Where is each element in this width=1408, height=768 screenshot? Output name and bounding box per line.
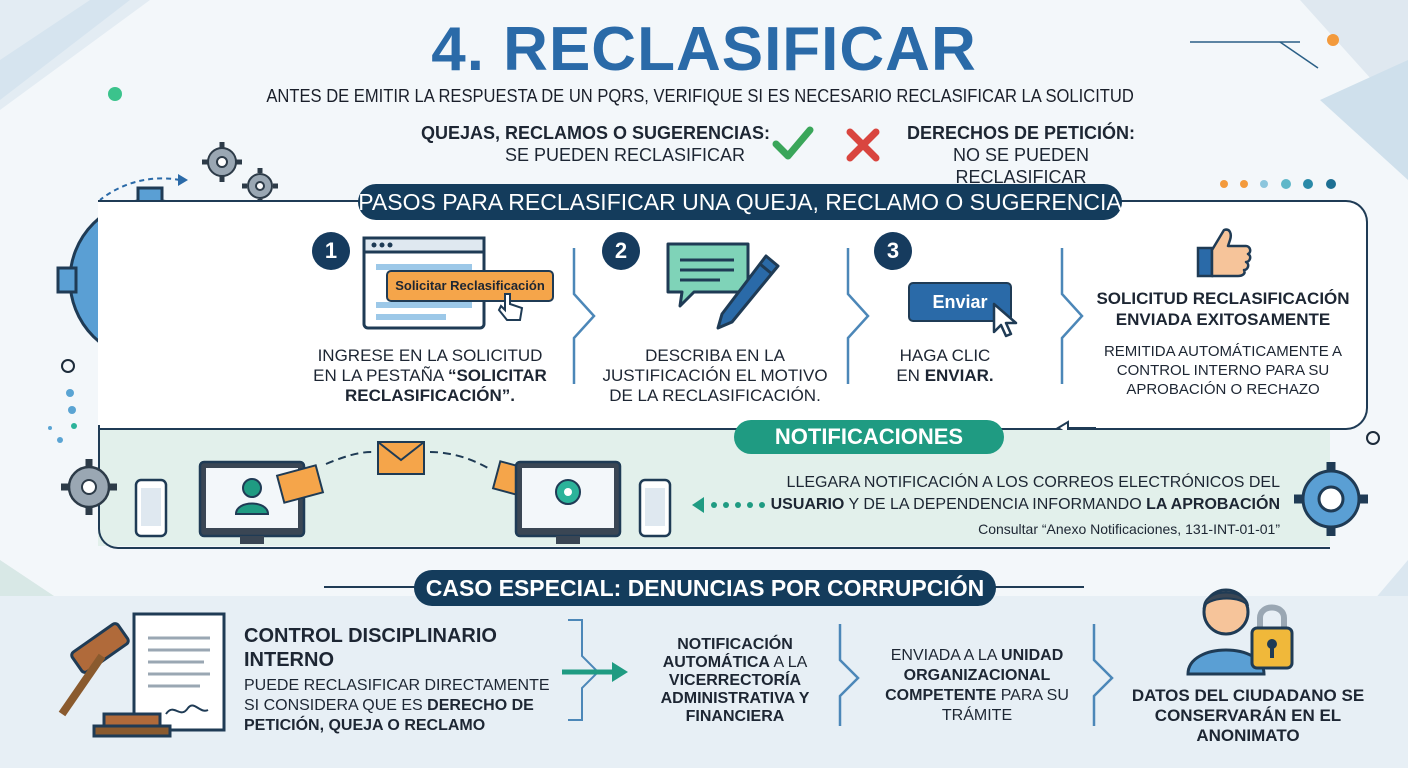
rule-quejas: QUEJAS, RECLAMOS O SUGERENCIAS: SE PUEDE… [380,122,770,166]
step3-line2-bold: ENVIAR. [924,366,994,385]
notif-mid: Y DE LA DEPENDENCIA INFORMANDO [844,496,1147,513]
result-text: REMITIDA AUTOMÁTICAMENTE A CONTROL INTER… [1092,342,1354,399]
notifications-text: LLEGARA NOTIFICACIÓN A LOS CORREOS ELECT… [760,472,1280,540]
vice-line2: AUTOMÁTICA A LA [640,654,830,672]
special-arrow [562,619,628,721]
gear-icon [202,142,278,204]
vice-line4: ADMINISTRATIVA Y [660,690,810,707]
control-line2-text: SI CONSIDERA QUE ES [244,697,428,714]
unidad-line4: TRÁMITE [941,707,1013,724]
cross-icon [846,128,880,162]
step3-line2: EN ENVIAR. [880,366,1010,386]
control-line1: PUEDE RECLASIFICAR DIRECTAMENTE [244,677,550,694]
vice-line1: NOTIFICACIÓN [677,636,793,653]
vice-line2-bold: AUTOMÁTICA [662,654,770,671]
thumbs-up-icon [1196,228,1252,278]
special-title: CASO ESPECIAL: DENUNCIAS POR CORRUPCIÓN [414,570,996,606]
notifications-ref: Consultar “Anexo Notificaciones, 131-INT… [978,521,1280,537]
rule-quejas-title: QUEJAS, RECLAMOS O SUGERENCIAS: [420,123,770,143]
enviar-button[interactable]: Enviar [908,282,1012,322]
solicitar-reclasificacion-button[interactable]: Solicitar Reclasificación [386,270,554,302]
result-title-line1: SOLICITUD RECLASIFICACIÓN [1096,289,1350,308]
unidad-line1-bold: UNIDAD [1001,647,1064,664]
step2-line3: DE LA RECLASIFICACIÓN. [609,386,821,405]
step1-line2-text: EN LA PESTAÑA [313,366,448,385]
step2-number: 2 [602,232,640,270]
steps-section-title: PASOS PARA RECLASIFICAR UNA QUEJA, RECLA… [358,184,1122,220]
gear-icon-left [61,459,117,515]
anonimato-line3: ANONIMATO [1196,726,1300,745]
step1-line3: RECLASIFICACIÓN”. [345,386,515,405]
unidad-line3: COMPETENTE PARA SU [872,686,1082,706]
control-line3: PETICIÓN, QUEJA O RECLAMO [244,717,486,734]
page-title: 4. RECLASIFICAR [431,15,977,84]
step2-line2: JUSTIFICACIÓN EL MOTIVO [602,366,828,385]
anonimato-line1: DATOS DEL CIUDADANO SE [1131,686,1365,705]
check-icon [772,126,814,160]
unidad-line2: ORGANIZACIONAL [903,667,1051,684]
notif-bold-usuario: USUARIO [770,496,845,513]
result-title: SOLICITUD RECLASIFICACIÓN ENVIADA EXITOS… [1092,288,1354,330]
vice-line2-text: A LA [769,654,808,671]
anonimato-line2: CONSERVARÁN EN EL [1154,706,1342,725]
step3-line1: HAGA CLIC [899,346,991,365]
special-separator-2 [1092,624,1114,726]
unidad-line1-text: ENVIADA A LA [890,647,1002,664]
step1-line2-bold: “SOLICITAR [447,366,547,385]
unidad-organizacional: ENVIADA A LA UNIDAD ORGANIZACIONAL COMPE… [872,646,1082,726]
notifications-line2: USUARIO Y DE LA DEPENDENCIA INFORMANDO L… [760,494,1280,516]
notifications-line1: LLEGARA NOTIFICACIÓN A LOS CORREOS ELECT… [786,474,1280,491]
step-separator-1 [572,248,596,384]
rule-derechos: DERECHOS DE PETICIÓN: NO SE PUEDEN RECLA… [886,122,1156,188]
control-disciplinario-block: CONTROL DISCIPLINARIO INTERNO PUEDE RECL… [244,624,554,736]
step3-line2-text: EN [896,366,925,385]
rule-derechos-title: DERECHOS DE PETICIÓN: [906,123,1136,143]
result-line2: CONTROL INTERNO PARA SU [1116,362,1330,379]
unidad-line3-bold: COMPETENTE [885,687,997,704]
notifications-title: NOTIFICACIONES [734,420,1004,454]
notificacion-vicerrectoria: NOTIFICACIÓN AUTOMÁTICA A LA VICERRECTOR… [640,636,830,726]
step-separator-3 [1060,248,1084,384]
page-subtitle: ANTES DE EMITIR LA RESPUESTA DE UN PQRS,… [266,86,1134,106]
pen-icon [716,254,780,330]
gavel-document-illustration [58,612,226,738]
dotted-arrow [692,497,765,513]
person-padlock-illustration [1186,588,1294,676]
special-band [0,596,1408,768]
step1-number: 1 [312,232,350,270]
step3-number: 3 [874,232,912,270]
control-line2-bold: DERECHO DE [427,697,534,714]
vice-line3: VICERRECTORÍA [668,672,802,689]
unidad-line1: ENVIADA A LA UNIDAD [872,646,1082,666]
cursor-hand-icon [497,293,524,321]
step2-line1: DESCRIBA EN LA [645,346,785,365]
step2-text: DESCRIBA EN LA JUSTIFICACIÓN EL MOTIVO D… [590,346,840,406]
notif-bold-aprobacion: LA APROBACIÓN [1146,496,1280,513]
step-separator-2 [846,248,870,384]
control-line2: SI CONSIDERA QUE ES DERECHO DE [244,696,554,716]
chat-bubble-icon [666,242,750,308]
vice-line5: FINANCIERA [685,708,785,725]
step1-line2: EN LA PESTAÑA “SOLICITAR [290,366,570,386]
anonimato-text: DATOS DEL CIUDADANO SE CONSERVARÁN EN EL… [1122,686,1374,746]
step1-line1: INGRESE EN LA SOLICITUD [317,346,543,365]
special-separator-1 [838,624,860,726]
step3-text: HAGA CLIC EN ENVIAR. [880,346,1010,386]
cursor-arrow-icon [992,302,1018,338]
gear-icon-right [1294,462,1368,536]
step1-text: INGRESE EN LA SOLICITUD EN LA PESTAÑA “S… [290,346,570,406]
control-title-line2: INTERNO [244,649,334,671]
result-title-line2: ENVIADA EXITOSAMENTE [1115,310,1331,329]
result-line3: APROBACIÓN O RECHAZO [1126,381,1320,398]
control-title-line1: CONTROL DISCIPLINARIO [244,625,497,647]
result-line1: REMITIDA AUTOMÁTICAMENTE A [1103,343,1343,360]
rule-quejas-text: SE PUEDEN RECLASIFICAR [504,145,746,165]
notification-illustration [134,441,672,544]
rule-derechos-text: NO SE PUEDEN RECLASIFICAR [952,145,1090,187]
unidad-line3-text: PARA SU [996,687,1069,704]
